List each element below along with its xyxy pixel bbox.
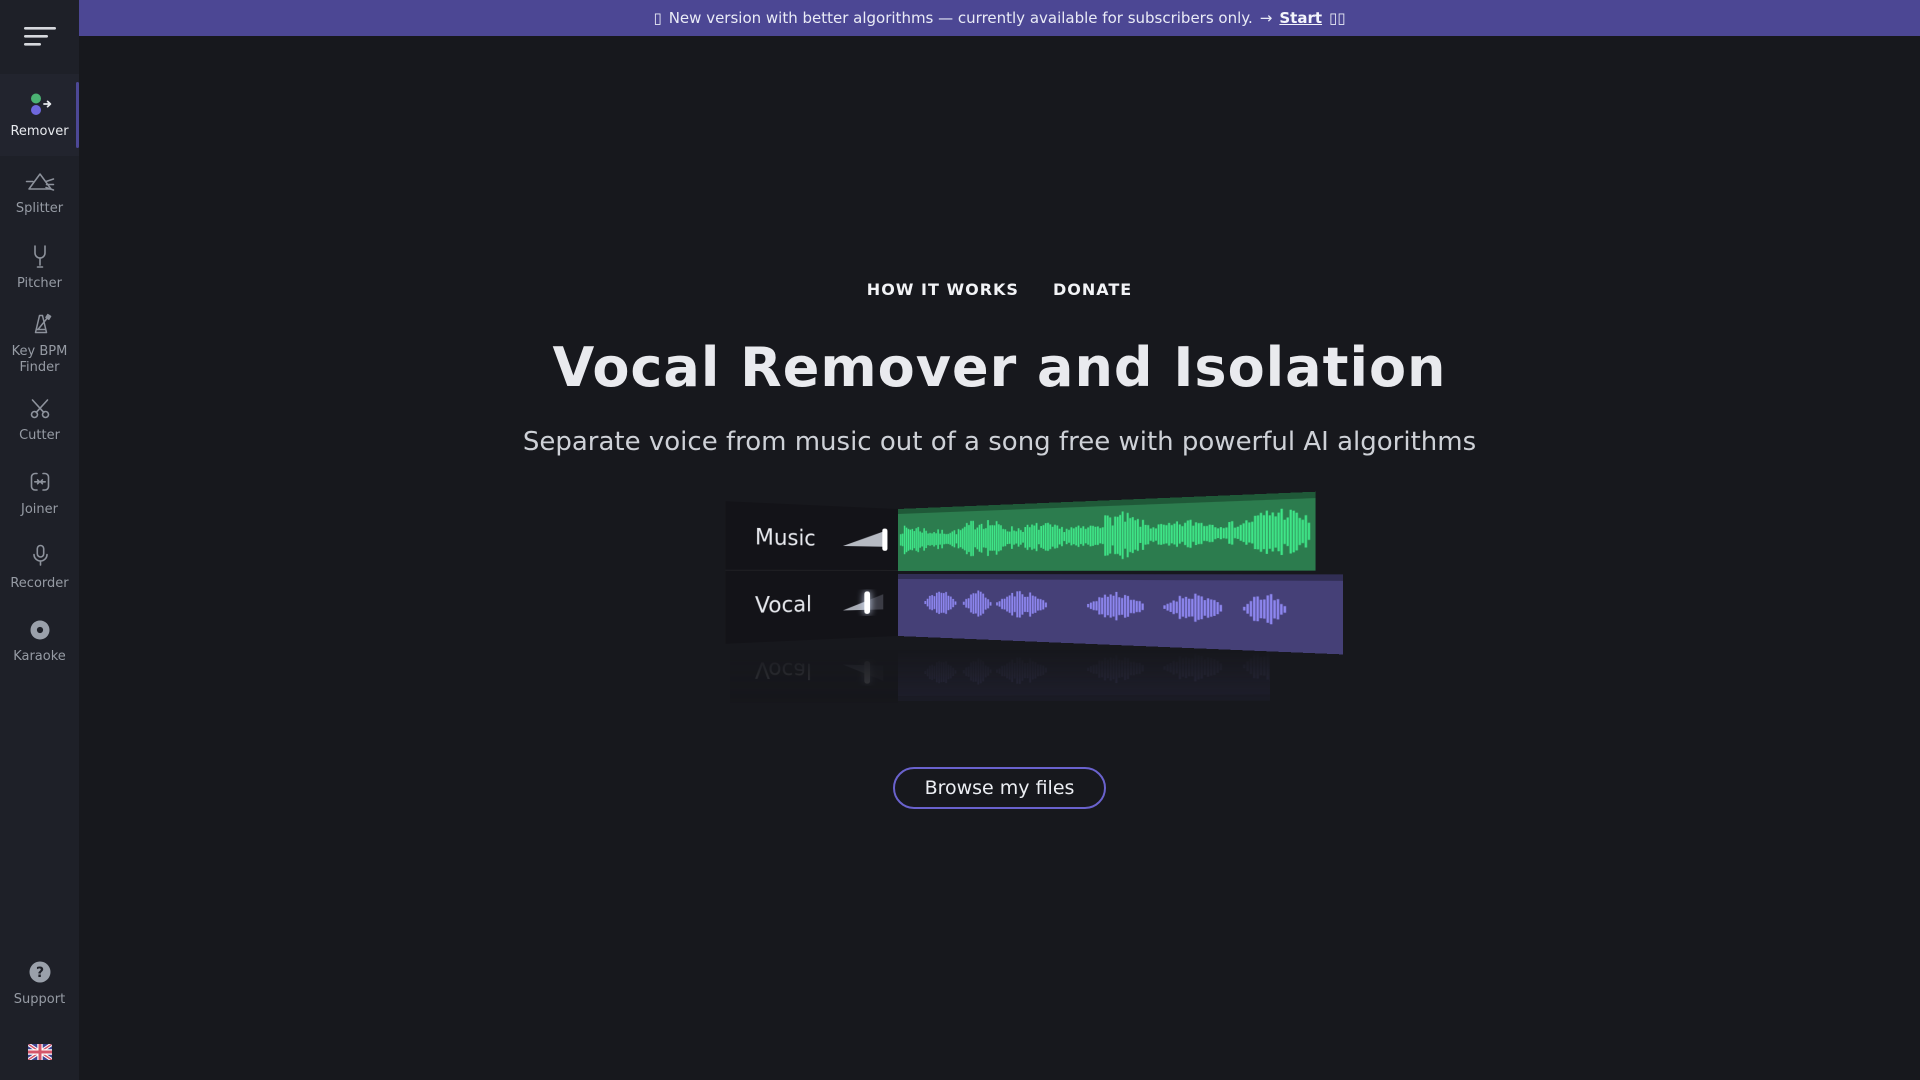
tracks-label-panel: Music Vocal bbox=[724, 501, 898, 644]
vocal-volume-slider-icon bbox=[842, 591, 883, 614]
music-track-row: Music bbox=[724, 501, 898, 571]
tracks-board: Music Vocal bbox=[729, 639, 1270, 703]
sidebar-item-label: Remover bbox=[10, 124, 69, 139]
remover-dots-arrow-icon bbox=[26, 90, 54, 118]
sidebar-item-splitter[interactable]: Splitter bbox=[0, 156, 79, 230]
top-links: HOW IT WORKS DONATE bbox=[79, 280, 1920, 299]
tracks-board: Music Vocal bbox=[724, 491, 1343, 655]
page-title: Vocal Remover and Isolation bbox=[552, 336, 1447, 399]
sidebar-item-label: Support bbox=[13, 992, 66, 1007]
how-it-works-link[interactable]: HOW IT WORKS bbox=[866, 280, 1019, 299]
sidebar-item-key-bpm-finder[interactable]: Key BPM Finder bbox=[0, 304, 79, 382]
sidebar-bottom: ? Support bbox=[0, 946, 79, 1080]
sidebar-item-label: Splitter bbox=[15, 201, 64, 216]
promo-banner: ▯ New version with better algorithms — c… bbox=[79, 0, 1920, 36]
sidebar-item-karaoke[interactable]: Karaoke bbox=[0, 604, 79, 678]
tracks-reflection: Music Vocal bbox=[729, 639, 1270, 703]
sidebar-item-label: Cutter bbox=[19, 428, 60, 443]
sidebar-item-label: Pitcher bbox=[17, 276, 62, 291]
vocal-track-row: Vocal bbox=[725, 571, 898, 641]
metronome-icon bbox=[26, 310, 54, 338]
sidebar-item-label: Recorder bbox=[10, 576, 69, 591]
sidebar-item-remover[interactable]: Remover bbox=[0, 74, 79, 156]
music-track-label: Music bbox=[754, 522, 816, 551]
banner-arrow: → bbox=[1259, 9, 1273, 27]
svg-text:?: ? bbox=[35, 965, 43, 981]
language-uk-flag-icon[interactable] bbox=[27, 1044, 52, 1064]
banner-suffix-glyphs: ▯▯ bbox=[1329, 9, 1346, 27]
sidebar-item-label: Joiner bbox=[21, 502, 58, 517]
sidebar-item-cutter[interactable]: Cutter bbox=[0, 382, 79, 456]
merge-icon bbox=[26, 468, 54, 496]
sidebar-item-label: Karaoke bbox=[13, 649, 66, 664]
tracks-illustration: Music Vocal bbox=[724, 491, 1343, 703]
hamburger-menu-icon[interactable] bbox=[22, 22, 58, 54]
donate-link[interactable]: DONATE bbox=[1052, 280, 1133, 299]
sidebar-item-support[interactable]: ? Support bbox=[0, 946, 79, 1020]
music-waveform-strip bbox=[897, 491, 1315, 571]
banner-start-link[interactable]: Start bbox=[1279, 9, 1323, 27]
sidebar-item-joiner[interactable]: Joiner bbox=[0, 456, 79, 530]
tuning-fork-icon bbox=[26, 242, 54, 270]
banner-message: New version with better algorithms — cur… bbox=[668, 9, 1253, 27]
page-subtitle: Separate voice from music out of a song … bbox=[522, 427, 1477, 457]
sidebar-nav: Remover Splitter Pitcher bbox=[0, 74, 79, 678]
microphone-icon bbox=[26, 542, 54, 570]
vocal-waveform-strip bbox=[897, 574, 1343, 655]
sidebar: Remover Splitter Pitcher bbox=[0, 0, 79, 1080]
sidebar-item-recorder[interactable]: Recorder bbox=[0, 530, 79, 604]
tracks-waveforms bbox=[897, 491, 1343, 655]
sidebar-item-label: Key BPM Finder bbox=[11, 344, 68, 375]
prism-icon bbox=[25, 169, 55, 195]
scissors-icon bbox=[26, 394, 54, 422]
disc-icon bbox=[27, 617, 53, 643]
browse-files-button[interactable]: Browse my files bbox=[892, 767, 1107, 809]
banner-prefix-glyph: ▯ bbox=[653, 9, 662, 27]
question-mark-icon: ? bbox=[26, 958, 54, 986]
vocal-track-label: Vocal bbox=[754, 591, 812, 619]
main-content: HOW IT WORKS DONATE Vocal Remover and Is… bbox=[79, 0, 1920, 1080]
sidebar-item-pitcher[interactable]: Pitcher bbox=[0, 230, 79, 304]
music-volume-slider-icon bbox=[842, 528, 888, 551]
